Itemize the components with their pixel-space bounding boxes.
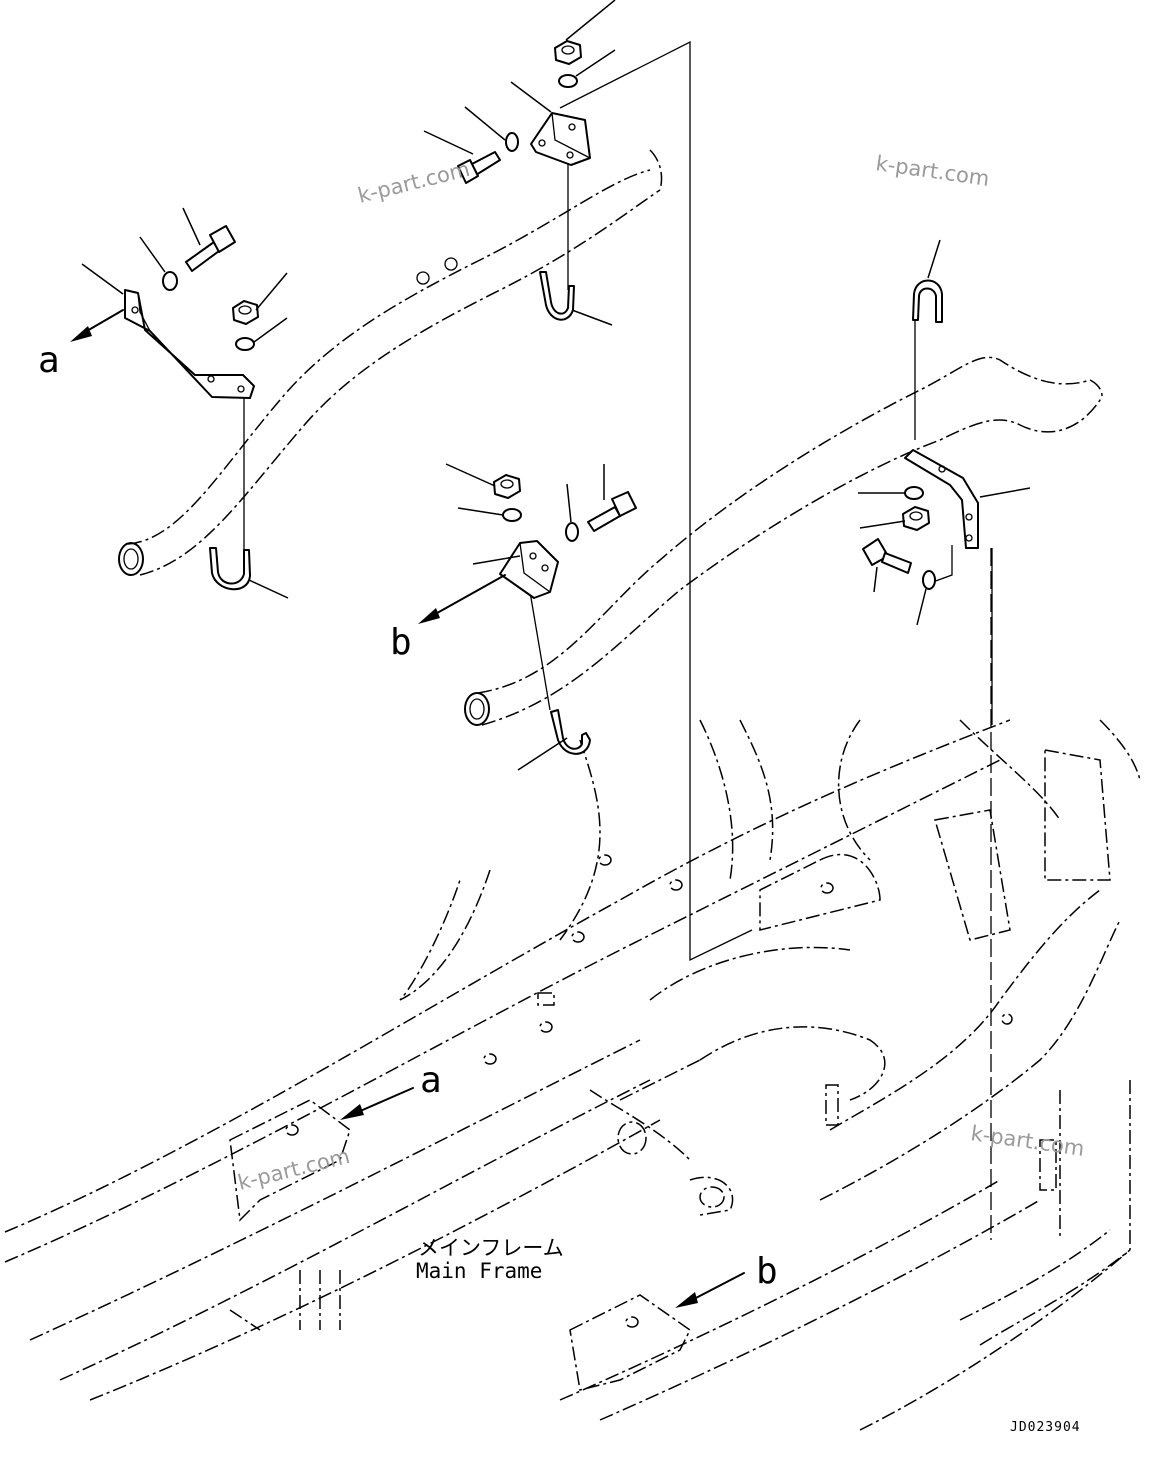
label-a-lower: a — [420, 1060, 442, 1101]
centre-line-mid — [527, 579, 551, 711]
bolt-icon — [862, 538, 912, 574]
bolt-icon — [457, 151, 501, 184]
hex-nut-icon — [493, 474, 521, 499]
washer-icon — [502, 508, 522, 522]
left-bracket-group — [70, 207, 289, 599]
leader-a-lower — [357, 1087, 414, 1113]
watermark: k-part.com — [235, 1144, 352, 1195]
watermark: k-part.com — [874, 151, 991, 191]
pipe-left — [118, 149, 663, 576]
clamp-stud-icon — [416, 271, 430, 285]
support-bracket-icon — [124, 289, 255, 399]
angle-bracket-icon — [530, 112, 591, 166]
label-b-lower: b — [756, 1251, 778, 1292]
leader-b-lower — [691, 1272, 745, 1301]
label-a-upper: a — [38, 340, 60, 381]
bolt-icon — [587, 491, 637, 532]
reference-line — [559, 40, 753, 962]
u-bolt-icon — [539, 271, 575, 321]
label-b-upper: b — [390, 622, 412, 663]
arrow-head-icon — [70, 326, 92, 342]
bolt-icon — [185, 225, 236, 272]
hex-nut-icon — [232, 300, 259, 325]
hex-nut-icon — [554, 40, 582, 65]
washer-icon — [162, 271, 178, 291]
u-bolt-icon — [550, 709, 591, 755]
centre-line-washer — [929, 545, 953, 584]
washer-icon — [235, 337, 255, 351]
caption-en: Main Frame — [416, 1259, 542, 1283]
clamp-stud-icon — [444, 257, 458, 271]
middle-bracket-group — [418, 463, 637, 771]
support-bracket-icon — [904, 449, 979, 549]
main-frame — [4, 719, 1141, 1431]
watermark: k-part.com — [355, 157, 472, 208]
washer-icon — [565, 522, 579, 542]
u-bolt-icon — [209, 547, 251, 591]
top-bracket-group — [416, 0, 616, 326]
arrow-head-icon — [340, 1104, 364, 1120]
drawing-code: JD023904 — [1010, 1420, 1081, 1435]
washer-icon — [558, 74, 578, 88]
watermark: k-part.com — [969, 1121, 1086, 1161]
clip-bracket-icon — [499, 540, 559, 599]
arrow-head-icon — [675, 1292, 698, 1308]
hex-nut-icon — [902, 506, 930, 531]
washer-icon — [505, 132, 519, 152]
arrow-head-icon — [418, 608, 440, 624]
washer-icon — [904, 486, 924, 500]
pipe-right — [464, 356, 1103, 726]
right-bracket-group — [858, 239, 1031, 626]
washer-icon — [922, 570, 936, 590]
caption-jp: メインフレーム — [418, 1236, 564, 1260]
u-bolt-icon — [912, 279, 943, 323]
